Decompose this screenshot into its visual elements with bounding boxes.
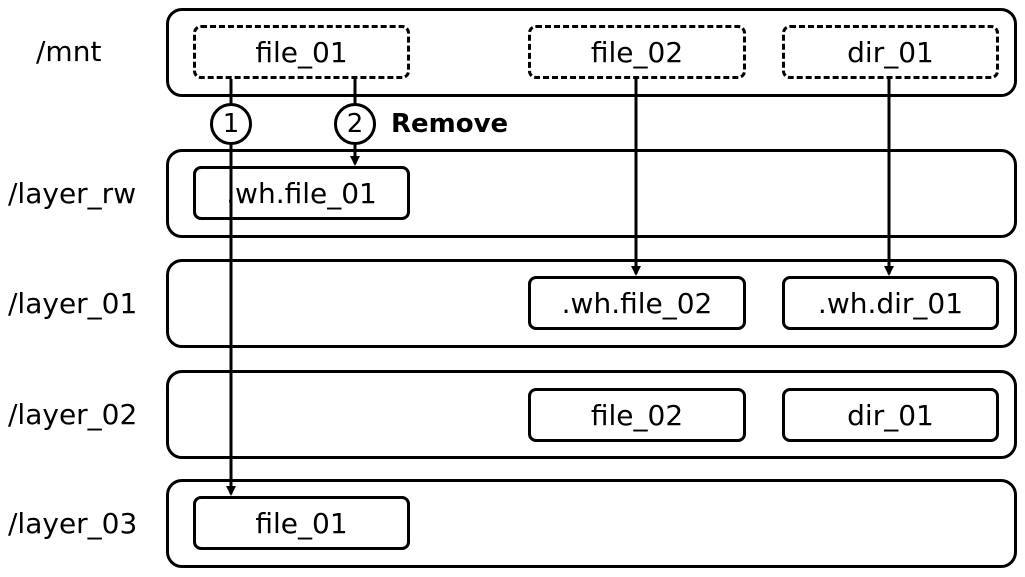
l01-whiteout-file-02: .wh.file_02: [528, 276, 746, 330]
mnt-dir-01: dir_01: [782, 25, 999, 79]
mnt-file-01: file_01: [193, 25, 410, 79]
l02-file-02: file_02: [528, 388, 746, 442]
l01-whiteout-dir-01: .wh.dir_01: [782, 276, 999, 330]
layer-label-01: /layer_01: [8, 287, 138, 320]
step-1-marker: 1: [210, 103, 252, 145]
layer-03-container: [166, 479, 1017, 568]
layer-label-02: /layer_02: [8, 398, 138, 431]
l02-dir-01: dir_01: [782, 388, 999, 442]
l03-file-01: file_01: [193, 496, 410, 550]
mnt-file-02: file_02: [528, 25, 746, 79]
layer-rw-container: [166, 149, 1017, 238]
layer-label-03: /layer_03: [8, 507, 138, 540]
layer-label-rw: /layer_rw: [8, 177, 137, 210]
layer-02-container: [166, 370, 1017, 459]
step-2-marker: 2: [334, 103, 376, 145]
remove-label: Remove: [391, 109, 509, 139]
layer-mnt-container: [166, 8, 1017, 97]
layer-label-mnt: /mnt: [36, 35, 102, 68]
rw-whiteout-file-01: .wh.file_01: [193, 166, 410, 220]
layer-01-container: [166, 259, 1017, 348]
